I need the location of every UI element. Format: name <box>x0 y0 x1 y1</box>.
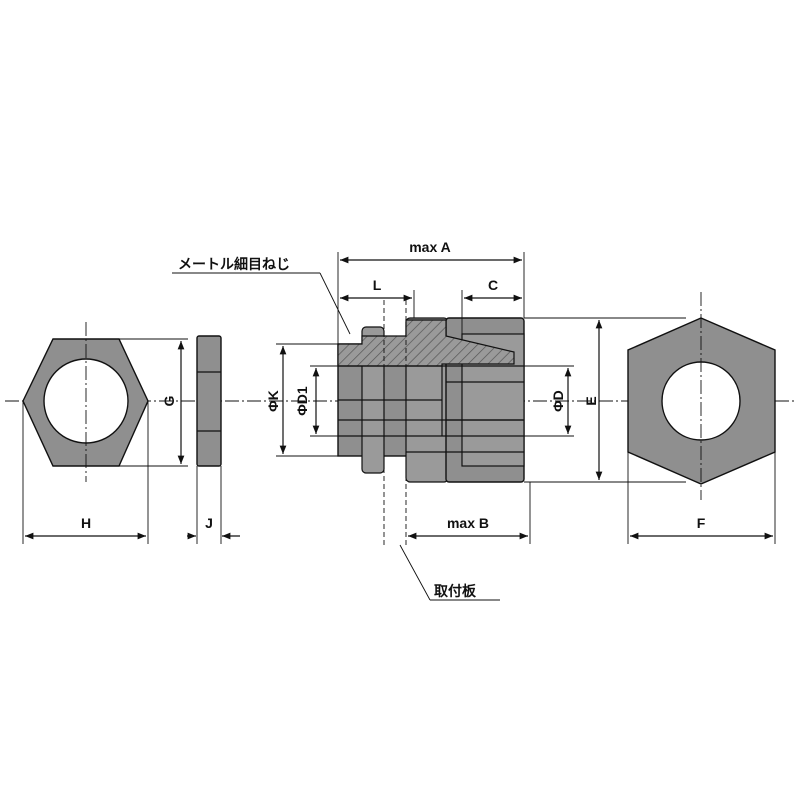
dimension-label-phi-d: ΦD <box>550 390 566 412</box>
panel-leader <box>399 544 500 601</box>
gland-cross-section <box>337 300 525 548</box>
dimension-label-max-a: max A <box>409 239 451 255</box>
thread-leader <box>172 272 351 335</box>
dimension-e <box>524 317 686 483</box>
locknut-side-view <box>187 335 240 544</box>
dimension-phi-k <box>276 343 338 457</box>
dimension-label-max-b: max B <box>447 515 489 531</box>
cap-nut-front-view <box>627 292 776 544</box>
dimension-label-phi-k: ΦK <box>265 390 281 412</box>
dimension-label-phi-d1: ΦD1 <box>294 386 310 416</box>
dimension-label-f: F <box>697 515 706 531</box>
dimension-label-g: G <box>161 395 177 406</box>
dimension-label-h: H <box>81 515 91 531</box>
dimension-c <box>461 290 522 334</box>
dimension-label-c: C <box>488 277 498 293</box>
dimension-l <box>340 290 415 318</box>
locknut-front-view <box>22 322 188 544</box>
dimension-max-b <box>408 482 531 544</box>
panel-label: 取付板 <box>434 583 477 599</box>
dimension-label-l: L <box>373 277 382 293</box>
dimension-phi-d <box>524 365 574 437</box>
thread-label: メートル細目ねじ <box>178 256 290 272</box>
dimension-label-e: E <box>583 396 599 405</box>
dimension-label-j: J <box>205 515 213 531</box>
dimension-max-a <box>337 252 525 344</box>
dimension-phi-d1 <box>310 365 338 437</box>
